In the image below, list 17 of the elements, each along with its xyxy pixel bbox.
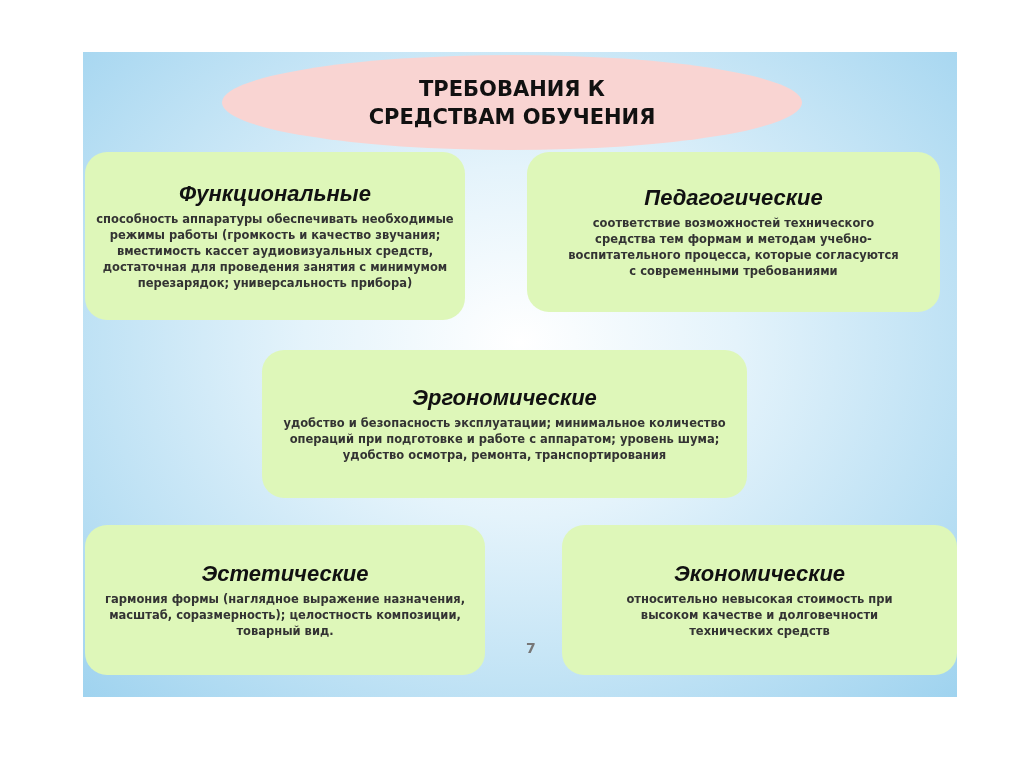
card-heading: Экономические xyxy=(673,561,846,587)
title-text: ТРЕБОВАНИЯ К СРЕДСТВАМ ОБУЧЕНИЯ xyxy=(367,75,657,131)
card-description: способность аппаратуры обеспечивать необходимые режимы работы (громкость и качество звучания; вместимость кассет аудиовизуальных средств, достаточная для проведения занятия с минимумом перезарядок; универсальность прибора) xyxy=(95,211,455,291)
card-description: гармония формы (наглядное выражение назначения, масштаб, соразмерность); целостность композиции, товарный вид. xyxy=(104,591,466,639)
card-description: удобство и безопасность эксплуатации; минимальное количество операций при подготовке и работе с аппаратом; уровень шума; удобство осмотра, ремонта, транспортирования xyxy=(282,415,727,463)
card-heading: Функциональные xyxy=(179,181,371,207)
category-card xyxy=(85,525,485,675)
card-heading: Педагогические xyxy=(644,185,823,211)
page-number: 7 xyxy=(526,640,536,656)
category-card xyxy=(262,350,747,498)
card-heading: Эстетические xyxy=(201,561,369,587)
category-card xyxy=(527,152,940,312)
card-description: относительно невысокая стоимость при высоком качестве и долговечности технических средств xyxy=(625,591,894,639)
card-heading: Эргономические xyxy=(412,385,597,411)
category-card xyxy=(85,152,465,320)
category-card xyxy=(562,525,957,675)
card-description: соответствие возможностей технического средства тем формам и методам учебно-воспитательного процесса, которые согласуются с современными требованиями xyxy=(567,215,900,279)
